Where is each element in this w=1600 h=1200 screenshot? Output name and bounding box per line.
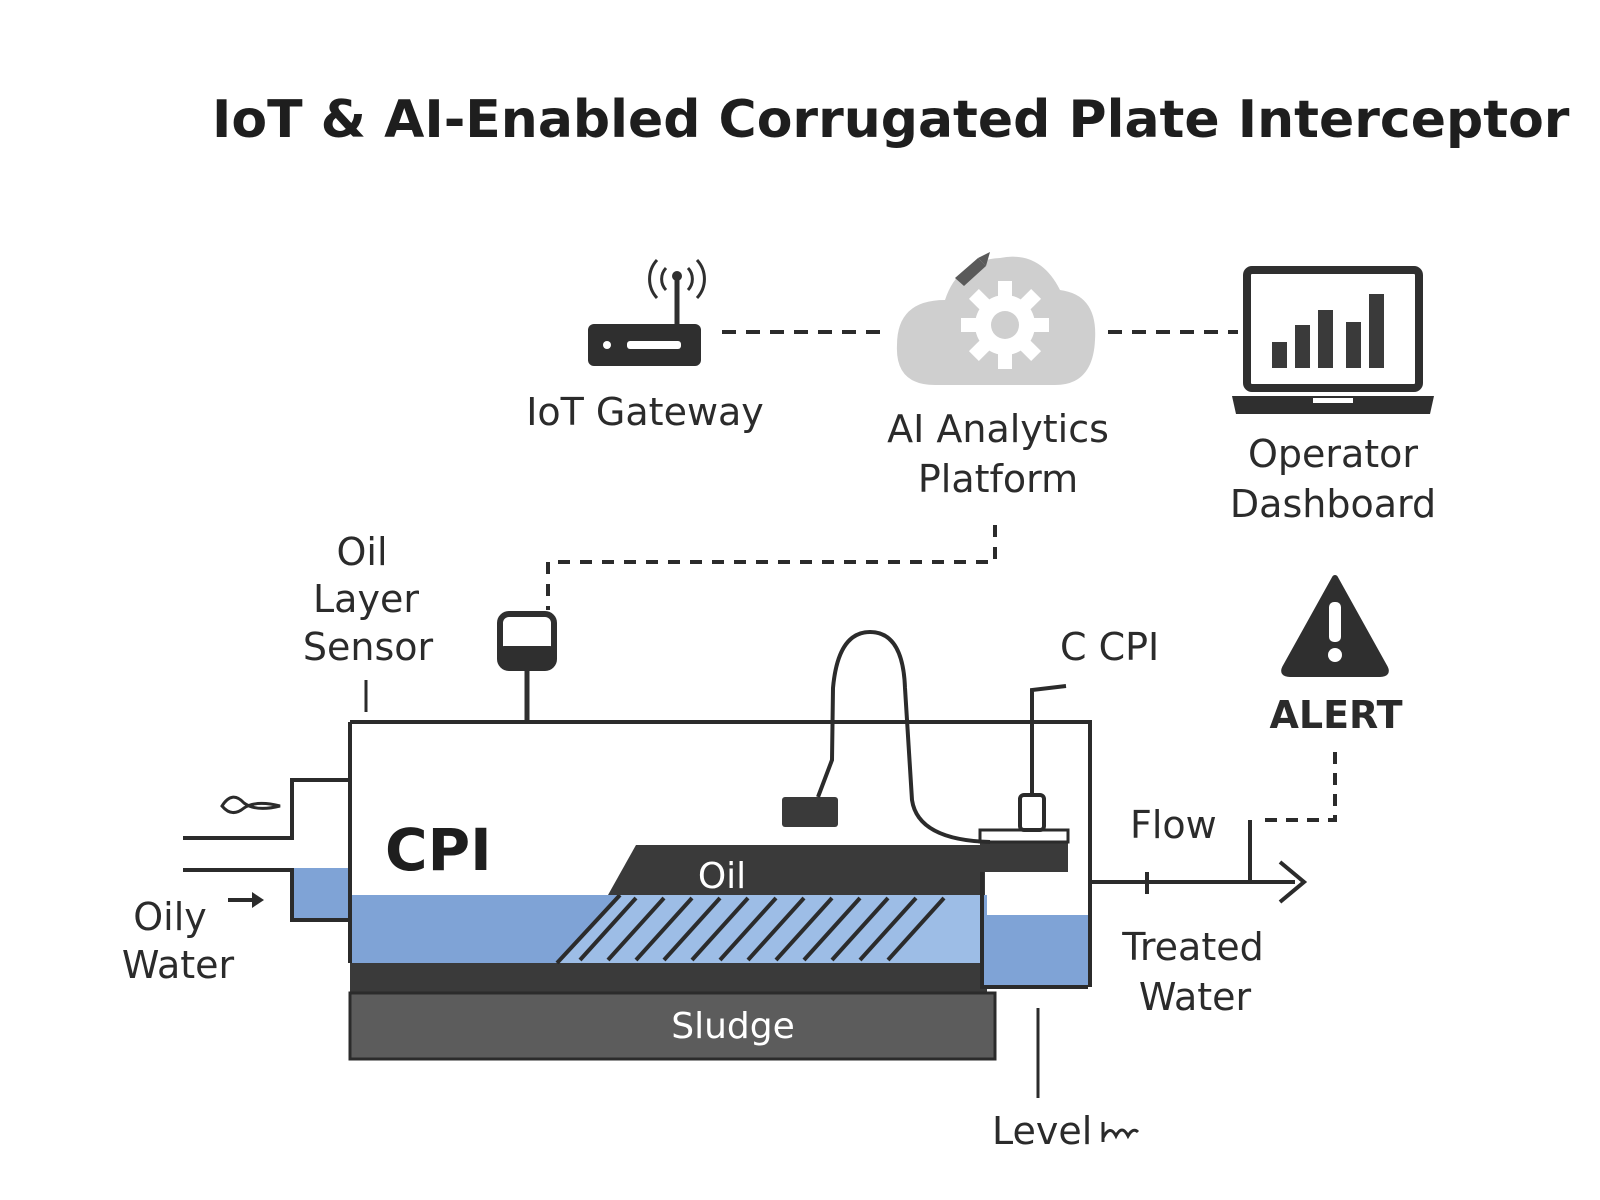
oil-layer-sensor-label-line1: Oil (336, 530, 387, 574)
cloud-gear-icon (896, 252, 1096, 385)
probe-box (782, 797, 838, 827)
flow-label: Flow (1130, 803, 1217, 847)
sludge-layer (348, 991, 997, 1061)
platform-label-line2: Platform (918, 457, 1078, 501)
inlet-label-line1: Oily (133, 895, 207, 939)
oil-layer-sensor-label-line2: Layer (313, 577, 419, 621)
inlet-arrow-icon (228, 892, 264, 908)
probe-cable (816, 629, 991, 844)
router-icon (588, 258, 706, 366)
oil-label: Oil (698, 856, 746, 897)
dashboard-label-line1: Operator (1248, 432, 1418, 476)
level-label: Level (992, 1109, 1092, 1153)
ccpi-label: C CPI (1060, 625, 1159, 669)
wave-icon (1101, 1122, 1140, 1142)
inlet-pipe (183, 778, 350, 922)
tank-label: CPI (385, 816, 492, 884)
laptop-chart-icon (1232, 266, 1434, 414)
corrugated-plates (578, 896, 946, 962)
inlet-label-line2: Water (122, 943, 235, 987)
outlet-flow (1090, 820, 1308, 904)
diagram-title: IoT & AI-Enabled Corrugated Plate Interc… (212, 90, 1570, 150)
sludge-label: Sludge (671, 1006, 795, 1047)
platform-label-line1: AI Analytics (887, 407, 1109, 451)
gateway-label: IoT Gateway (526, 390, 764, 434)
outlet-label-line2: Water (1139, 975, 1252, 1019)
cpi-tank (348, 629, 1092, 1061)
platform-sensor-link (546, 525, 997, 610)
outlet-label-line1: Treated (1121, 925, 1263, 969)
dashboard-label-line2: Dashboard (1230, 482, 1436, 526)
ccpi-probe (1018, 793, 1046, 832)
warning-triangle-icon (1281, 575, 1389, 677)
alert-label: ALERT (1269, 693, 1402, 737)
flow-alert-link (1262, 752, 1337, 822)
sensor-box-icon (497, 611, 557, 722)
oil-layer (608, 845, 985, 895)
inlet-valve-icon (220, 795, 281, 814)
oil-layer-sensor-label-line3: Sensor (303, 625, 434, 669)
